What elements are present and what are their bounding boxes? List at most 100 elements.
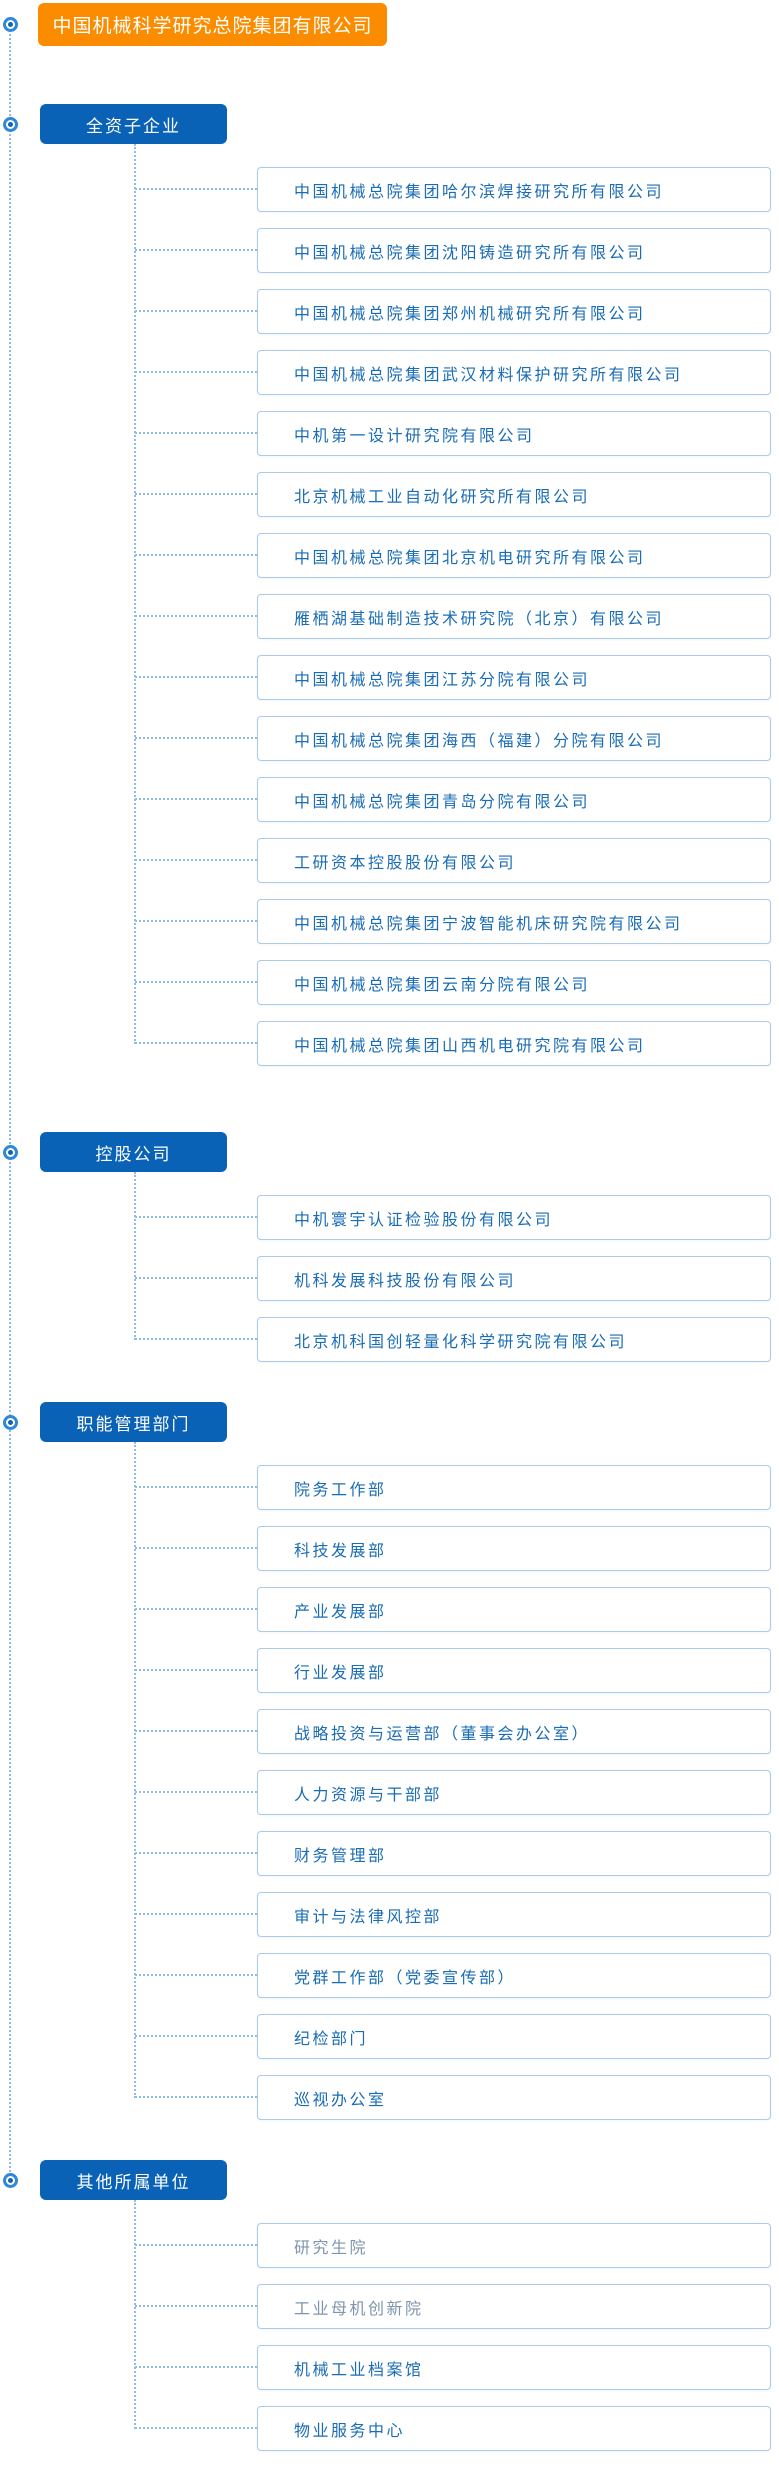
circled-dot-icon [2, 1144, 18, 1160]
root-node: 中国机械科学研究总院集团有限公司 [0, 3, 779, 46]
org-item-box[interactable]: 中国机械总院集团海西（福建）分院有限公司 [135, 716, 771, 761]
root-node-label: 中国机械科学研究总院集团有限公司 [52, 16, 373, 37]
org-item-box[interactable]: 工研资本控股股份有限公司 [135, 838, 771, 883]
org-item-label: 工研资本控股股份有限公司 [294, 854, 517, 872]
section-header-row: 控股公司 [0, 1132, 779, 1172]
org-item-label: 中国机械总院集团青岛分院有限公司 [294, 793, 591, 811]
org-item-box[interactable]: 北京机械工业自动化研究所有限公司 [135, 472, 771, 517]
section-items: 院务工作部 科技发展部 产业发展部 行业发展部 战略投资与运营部（董事会办公室）… [135, 1465, 779, 2120]
org-item-box[interactable]: 中国机械总院集团北京机电研究所有限公司 [135, 533, 771, 578]
org-item-label: 中国机械总院集团山西机电研究院有限公司 [294, 1037, 646, 1055]
org-item-box[interactable]: 产业发展部 [135, 1587, 771, 1632]
section-header[interactable]: 全资子企业 [40, 104, 227, 144]
org-item-box[interactable]: 科技发展部 [135, 1526, 771, 1571]
org-item-label: 党群工作部（党委宣传部） [294, 1969, 517, 1987]
org-item-box[interactable]: 中国机械总院集团山西机电研究院有限公司 [135, 1021, 771, 1066]
root-bullet-wrap [0, 17, 20, 32]
org-item-box[interactable]: 党群工作部（党委宣传部） [135, 1953, 771, 1998]
org-item-box[interactable]: 人力资源与干部部 [135, 1770, 771, 1815]
org-item-box[interactable]: 行业发展部 [135, 1648, 771, 1693]
section-label: 职能管理部门 [76, 1414, 191, 1434]
org-item-box[interactable]: 中国机械总院集团沈阳铸造研究所有限公司 [135, 228, 771, 273]
section-items: 中国机械总院集团哈尔滨焊接研究所有限公司 中国机械总院集团沈阳铸造研究所有限公司… [135, 167, 779, 1066]
org-item-label: 审计与法律风控部 [294, 1908, 443, 1926]
org-item-box[interactable]: 战略投资与运营部（董事会办公室） [135, 1709, 771, 1754]
section-bullet-wrap [0, 1414, 20, 1430]
org-item-label: 机科发展科技股份有限公司 [294, 1272, 517, 1290]
circled-dot-icon [2, 1414, 18, 1430]
org-item-label: 中国机械总院集团海西（福建）分院有限公司 [294, 732, 665, 750]
org-item-box[interactable]: 研究生院 [135, 2223, 771, 2268]
org-item-label: 中国机械总院集团武汉材料保护研究所有限公司 [294, 366, 683, 384]
org-item-box[interactable]: 巡视办公室 [135, 2075, 771, 2120]
org-item-box[interactable]: 中国机械总院集团武汉材料保护研究所有限公司 [135, 350, 771, 395]
org-item-box[interactable]: 中机寰宇认证检验股份有限公司 [135, 1195, 771, 1240]
org-section: 全资子企业 中国机械总院集团哈尔滨焊接研究所有限公司 中国机械总院集团沈阳铸造研… [0, 104, 779, 1066]
org-item-box[interactable]: 中国机械总院集团云南分院有限公司 [135, 960, 771, 1005]
org-item-box[interactable]: 审计与法律风控部 [135, 1892, 771, 1937]
org-item-label: 工业母机创新院 [294, 2300, 424, 2318]
org-item-box[interactable]: 工业母机创新院 [135, 2284, 771, 2329]
org-item-label: 人力资源与干部部 [294, 1786, 443, 1804]
section-header[interactable]: 控股公司 [40, 1132, 227, 1172]
section-header[interactable]: 职能管理部门 [40, 1402, 227, 1442]
section-bullet-wrap [0, 2172, 20, 2188]
org-item-box[interactable]: 物业服务中心 [135, 2406, 771, 2451]
bullet-dot [7, 2177, 13, 2183]
org-item-box[interactable]: 财务管理部 [135, 1831, 771, 1876]
section-header[interactable]: 其他所属单位 [40, 2160, 227, 2200]
org-item-label: 机械工业档案馆 [294, 2361, 424, 2379]
org-item-label: 巡视办公室 [294, 2091, 387, 2109]
section-branch-connector [134, 1172, 136, 1340]
org-item-box[interactable]: 机械工业档案馆 [135, 2345, 771, 2390]
org-item-label: 战略投资与运营部（董事会办公室） [294, 1725, 591, 1743]
org-item-label: 雁栖湖基础制造技术研究院（北京）有限公司 [294, 610, 665, 628]
org-item-box[interactable]: 机科发展科技股份有限公司 [135, 1256, 771, 1301]
org-item-label: 中机寰宇认证检验股份有限公司 [294, 1211, 554, 1229]
org-item-box[interactable]: 雁栖湖基础制造技术研究院（北京）有限公司 [135, 594, 771, 639]
section-branch-connector [134, 144, 136, 1044]
bullet-dot [7, 22, 13, 27]
org-item-label: 中国机械总院集团哈尔滨焊接研究所有限公司 [294, 183, 665, 201]
org-item-label: 产业发展部 [294, 1603, 387, 1621]
org-item-box[interactable]: 中国机械总院集团宁波智能机床研究院有限公司 [135, 899, 771, 944]
section-items: 研究生院 工业母机创新院 机械工业档案馆 物业服务中心 [135, 2223, 779, 2451]
section-header-row: 职能管理部门 [0, 1402, 779, 1442]
org-item-box[interactable]: 中国机械总院集团哈尔滨焊接研究所有限公司 [135, 167, 771, 212]
org-item-label: 财务管理部 [294, 1847, 387, 1865]
org-item-box[interactable]: 中国机械总院集团青岛分院有限公司 [135, 777, 771, 822]
section-header-row: 全资子企业 [0, 104, 779, 144]
circled-dot-icon [2, 2172, 18, 2188]
trunk-connector-line [9, 30, 11, 2180]
section-branch-connector [134, 2200, 136, 2429]
org-item-label: 中国机械总院集团北京机电研究所有限公司 [294, 549, 646, 567]
org-item-box[interactable]: 中机第一设计研究院有限公司 [135, 411, 771, 456]
org-item-box[interactable]: 中国机械总院集团郑州机械研究所有限公司 [135, 289, 771, 334]
section-bullet-wrap [0, 1144, 20, 1160]
org-item-label: 中国机械总院集团郑州机械研究所有限公司 [294, 305, 646, 323]
org-item-label: 北京机科国创轻量化科学研究院有限公司 [294, 1333, 628, 1351]
section-label: 其他所属单位 [76, 2172, 191, 2192]
section-label: 控股公司 [95, 1144, 172, 1164]
org-item-box[interactable]: 北京机科国创轻量化科学研究院有限公司 [135, 1317, 771, 1362]
org-item-label: 中国机械总院集团宁波智能机床研究院有限公司 [294, 915, 683, 933]
bullet-dot [7, 121, 13, 127]
root-node-box[interactable]: 中国机械科学研究总院集团有限公司 [38, 3, 387, 46]
bullet-dot [7, 1149, 13, 1155]
org-section: 职能管理部门 院务工作部 科技发展部 产业发展部 行业发展部 战略投资与运营部（… [0, 1402, 779, 2120]
org-section: 其他所属单位 研究生院 工业母机创新院 机械工业档案馆 物业服务中心 [0, 2160, 779, 2451]
org-item-box[interactable]: 纪检部门 [135, 2014, 771, 2059]
org-item-box[interactable]: 中国机械总院集团江苏分院有限公司 [135, 655, 771, 700]
circled-dot-icon [2, 116, 18, 132]
org-item-label: 行业发展部 [294, 1664, 387, 1682]
org-item-label: 中机第一设计研究院有限公司 [294, 427, 535, 445]
bullet-dot [7, 1419, 13, 1425]
org-item-label: 科技发展部 [294, 1542, 387, 1560]
section-header-row: 其他所属单位 [0, 2160, 779, 2200]
org-item-label: 中国机械总院集团江苏分院有限公司 [294, 671, 591, 689]
section-branch-connector [134, 1442, 136, 2098]
org-item-label: 研究生院 [294, 2239, 369, 2257]
section-items: 中机寰宇认证检验股份有限公司 机科发展科技股份有限公司 北京机科国创轻量化科学研… [135, 1195, 779, 1362]
org-item-box[interactable]: 院务工作部 [135, 1465, 771, 1510]
